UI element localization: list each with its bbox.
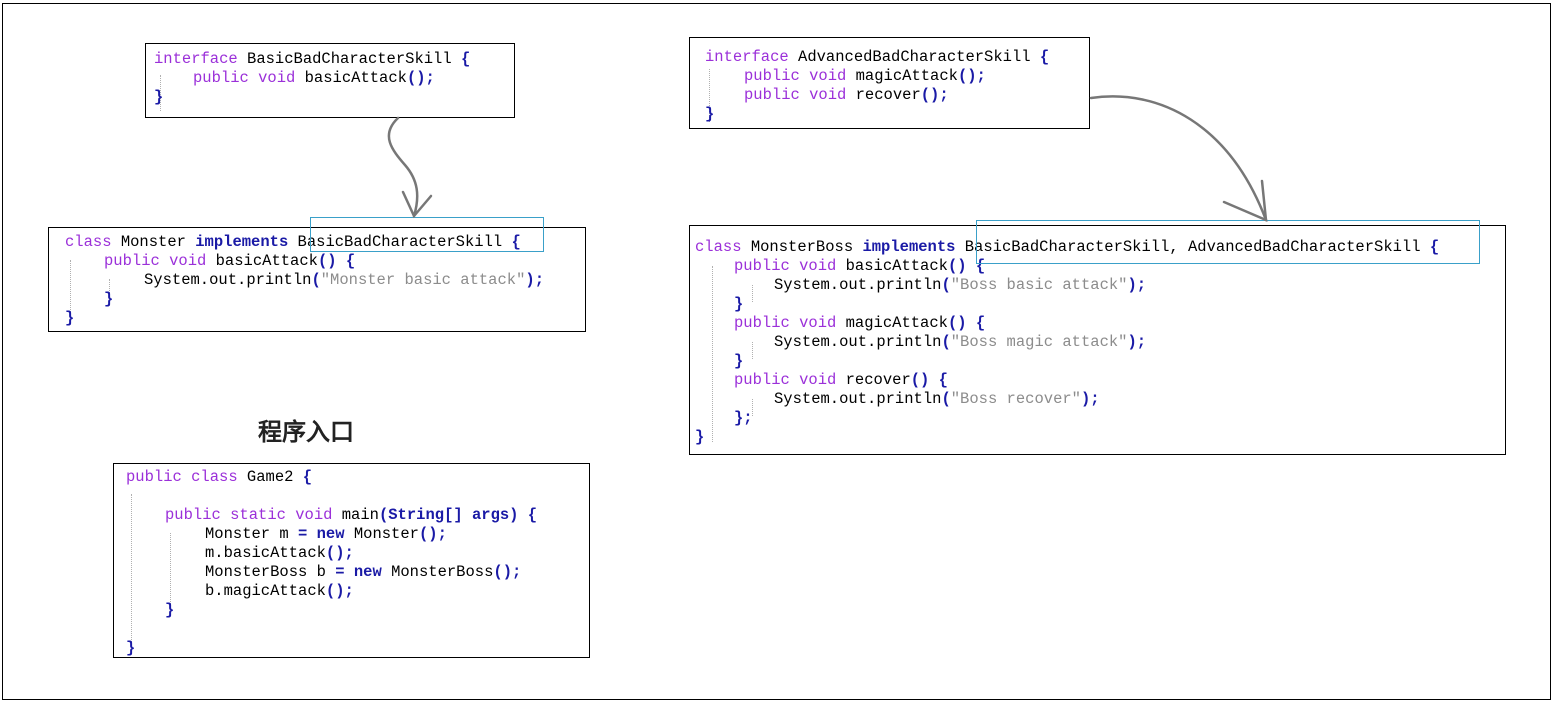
advanced-interface-box: interface AdvancedBadCharacterSkill { pu…: [689, 37, 1090, 129]
program-entry-title: 程序入口: [258, 418, 354, 446]
code-line: }: [65, 309, 75, 327]
basic-interface-box: interface BasicBadCharacterSkill { publi…: [145, 43, 515, 118]
code-line: }: [104, 290, 114, 308]
code-line: class MonsterBoss implements BasicBadCha…: [695, 238, 1440, 256]
monster-class-box: class Monster implements BasicBadCharact…: [48, 227, 586, 332]
arrowhead-advanced-to-boss: [1222, 179, 1268, 222]
code-line: System.out.println("Boss basic attack");: [774, 276, 1147, 294]
code-line: public void magicAttack() {: [734, 314, 986, 332]
code-line: public void basicAttack();: [193, 69, 435, 87]
code-line: public void basicAttack() {: [104, 252, 356, 270]
arrowhead-basic-to-monster: [401, 190, 433, 219]
monster-implements-highlight: [310, 217, 544, 252]
code-line: }: [126, 639, 136, 657]
code-line: interface AdvancedBadCharacterSkill {: [705, 48, 1050, 66]
code-line: public class Game2 {: [126, 468, 313, 486]
code-line: }: [705, 105, 715, 123]
code-line: interface BasicBadCharacterSkill {: [154, 50, 471, 68]
code-line: class Monster implements BasicBadCharact…: [65, 233, 521, 251]
arrow-advanced-to-boss: [1089, 95, 1268, 222]
code-line: public static void main(String[] args) {: [165, 506, 538, 524]
code-line: System.out.println("Boss magic attack");: [774, 333, 1147, 351]
code-line: public void recover() {: [734, 371, 948, 389]
code-line: public void recover();: [744, 86, 949, 104]
code-line: public void magicAttack();: [744, 67, 986, 85]
code-line: m.basicAttack();: [205, 544, 354, 562]
code-line: }: [734, 295, 744, 313]
code-line: }: [154, 88, 164, 106]
code-line: System.out.println("Boss recover");: [774, 390, 1100, 408]
code-line: Monster m = new Monster();: [205, 525, 447, 543]
code-line: }: [734, 352, 744, 370]
code-line: public void basicAttack() {: [734, 257, 986, 275]
code-line: b.magicAttack();: [205, 582, 354, 600]
code-line: }: [165, 601, 175, 619]
arrow-basic-to-monster: [387, 116, 419, 218]
code-line: }: [695, 428, 705, 446]
code-line: System.out.println("Monster basic attack…: [144, 271, 544, 289]
code-line: MonsterBoss b = new MonsterBoss();: [205, 563, 522, 581]
game-class-box: public class Game2 { public static void …: [113, 463, 590, 658]
monster-boss-implements-highlight: [976, 220, 1480, 264]
code-line: };: [734, 409, 753, 427]
